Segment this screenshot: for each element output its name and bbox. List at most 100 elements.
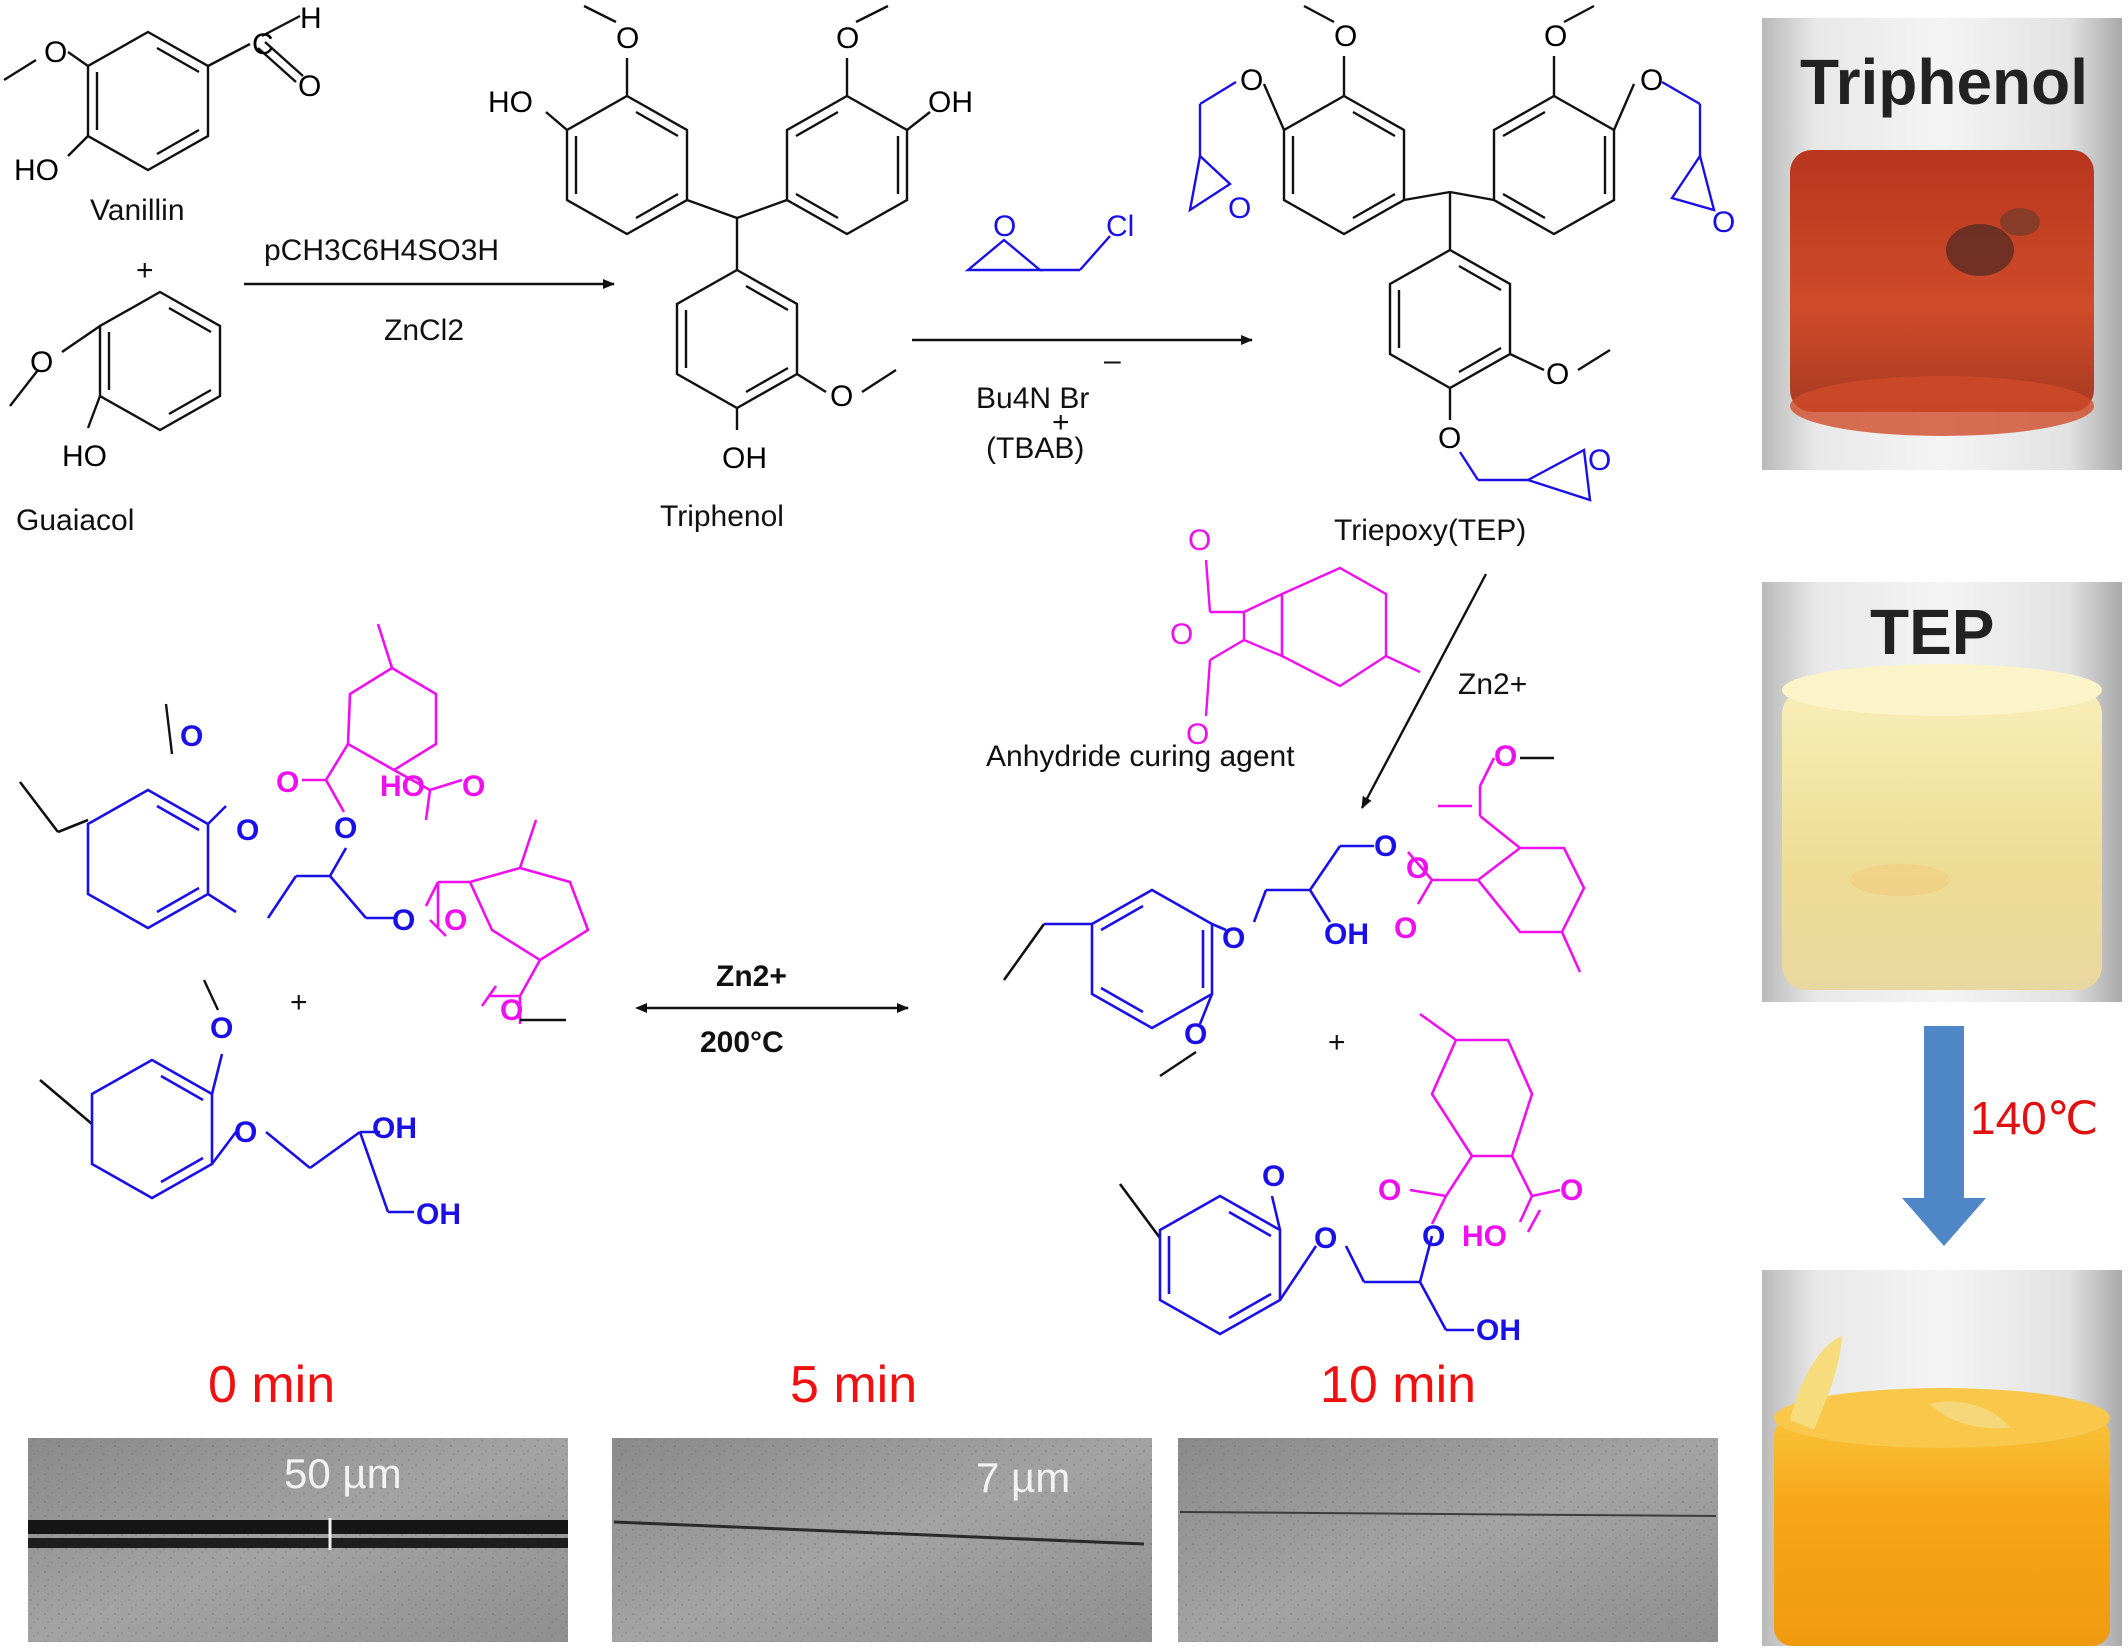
svg-text:O: O xyxy=(1394,912,1417,945)
right-network-atoms-1: O OH O O O O O xyxy=(1184,740,1517,1051)
step2-catalyst-abbr: (TBAB) xyxy=(986,432,1084,465)
healing-time-5: 5 min xyxy=(790,1356,917,1414)
svg-text:O: O xyxy=(1546,358,1569,391)
curing-agent-label: Anhydride curing agent xyxy=(986,740,1295,773)
micrograph-5min: 7 µm xyxy=(612,1438,1152,1642)
svg-text:O: O xyxy=(1544,20,1567,53)
left-methoxy-1 xyxy=(164,703,174,755)
svg-text:O: O xyxy=(836,22,859,55)
right-network-atoms-2: O O O OH O O HO xyxy=(1262,1160,1583,1347)
left-network-fragment-2 xyxy=(39,1053,414,1214)
healing-time-10: 10 min xyxy=(1320,1356,1476,1414)
tep-label: Triepoxy(TEP) xyxy=(1334,514,1526,547)
photo-tep-title: TEP xyxy=(1870,596,1994,668)
vanillin-label: Vanillin xyxy=(90,194,185,227)
photo-triphenol: Triphenol xyxy=(1762,18,2122,470)
step2-charge-plus: + xyxy=(1052,406,1070,439)
curing-arrow xyxy=(1360,573,1488,809)
vanillin-structure xyxy=(3,14,304,172)
svg-text:OH: OH xyxy=(1324,918,1369,951)
svg-text:O: O xyxy=(1184,1018,1207,1051)
step1-reagent-top: pCH3C6H4SO3H xyxy=(264,234,499,267)
plus-sign: + xyxy=(136,254,154,287)
svg-text:O: O xyxy=(1374,830,1397,863)
svg-text:O: O xyxy=(1438,422,1461,455)
svg-text:O: O xyxy=(334,812,357,845)
left-network-atoms-1: O O O O O HO O O O xyxy=(180,720,523,1027)
left-methoxy-2 xyxy=(202,979,220,1011)
svg-text:O: O xyxy=(44,36,67,69)
svg-text:O: O xyxy=(1422,1220,1445,1253)
svg-text:O: O xyxy=(1314,1222,1337,1255)
svg-text:HO: HO xyxy=(380,770,425,803)
svg-text:OH: OH xyxy=(722,442,767,475)
svg-text:O: O xyxy=(1188,524,1211,557)
left-network-atoms-2: O O OH OH xyxy=(210,1012,461,1231)
svg-text:OH: OH xyxy=(928,86,973,119)
healing-time-0: 0 min xyxy=(208,1356,335,1414)
svg-text:O: O xyxy=(1712,206,1735,239)
right-plus-sign: + xyxy=(1328,1026,1346,1059)
svg-text:O: O xyxy=(500,994,523,1027)
svg-text:H: H xyxy=(300,2,322,35)
svg-text:O: O xyxy=(1406,852,1429,885)
svg-text:O: O xyxy=(444,904,467,937)
vanillin-atoms: O C H O HO xyxy=(14,2,322,187)
right-network-fragment-1 xyxy=(1002,756,1586,1030)
epichlorohydrin-o: O xyxy=(993,210,1016,243)
svg-text:O: O xyxy=(298,70,321,103)
svg-text:OH: OH xyxy=(1476,1314,1521,1347)
epichlorohydrin-structure xyxy=(964,235,1111,272)
svg-text:O: O xyxy=(276,766,299,799)
svg-text:O: O xyxy=(1262,1160,1285,1193)
micrograph-0min: 50 µm xyxy=(28,1438,568,1642)
micrograph-10min xyxy=(1178,1438,1718,1642)
scale-bar-7um: 7 µm xyxy=(976,1454,1070,1501)
guaiacol-structure xyxy=(9,290,222,432)
svg-text:O: O xyxy=(1228,192,1251,225)
svg-text:O: O xyxy=(1588,444,1611,477)
step2-charge-minus: – xyxy=(1104,344,1121,377)
tep-atoms: O O O O O O O O O xyxy=(1228,20,1735,477)
tep-epoxy-arms xyxy=(1188,80,1716,502)
melt-temperature: 140℃ xyxy=(1970,1092,2098,1144)
zn-catalyst-label: Zn2+ xyxy=(1458,668,1527,701)
svg-text:O: O xyxy=(1170,618,1193,651)
svg-text:OH: OH xyxy=(416,1198,461,1231)
anhydride-atoms: O O O xyxy=(1170,524,1211,751)
svg-text:O: O xyxy=(1560,1174,1583,1207)
svg-text:O: O xyxy=(210,1012,233,1045)
svg-text:O: O xyxy=(1378,1174,1401,1207)
heating-arrow: 140℃ xyxy=(1902,1026,2098,1246)
svg-text:O: O xyxy=(1334,20,1357,53)
step1-reagent-bottom: ZnCl2 xyxy=(384,314,464,347)
exchange-temp: 200°C xyxy=(700,1026,784,1059)
svg-text:O: O xyxy=(234,1116,257,1149)
svg-text:O: O xyxy=(830,380,853,413)
svg-text:O: O xyxy=(1186,718,1209,751)
anhydride-structure xyxy=(1204,559,1421,717)
left-plus-sign: + xyxy=(290,986,308,1019)
guaiacol-label: Guaiacol xyxy=(16,504,134,537)
triphenol-structure xyxy=(545,4,931,430)
svg-text:O: O xyxy=(1222,922,1245,955)
left-network-fragment-1 xyxy=(18,623,590,1024)
svg-text:O: O xyxy=(1640,64,1663,97)
svg-text:O: O xyxy=(236,814,259,847)
photo-triphenol-title: Triphenol xyxy=(1800,46,2088,118)
triphenol-atoms: O O HO OH O OH xyxy=(488,22,973,475)
svg-text:O: O xyxy=(1240,64,1263,97)
exchange-catalyst: Zn2+ xyxy=(716,960,787,993)
epichlorohydrin-cl: Cl xyxy=(1106,210,1134,243)
right-methoxy-1 xyxy=(1159,1051,1197,1077)
photo-tep: TEP xyxy=(1762,582,2122,1002)
scale-bar-50um: 50 µm xyxy=(284,1450,402,1497)
guaiacol-ho: HO xyxy=(62,440,107,473)
svg-text:HO: HO xyxy=(1462,1220,1507,1253)
svg-text:HO: HO xyxy=(488,86,533,119)
svg-text:O: O xyxy=(462,770,485,803)
svg-text:OH: OH xyxy=(372,1112,417,1145)
svg-text:O: O xyxy=(616,22,639,55)
guaiacol-o: O xyxy=(30,346,53,379)
